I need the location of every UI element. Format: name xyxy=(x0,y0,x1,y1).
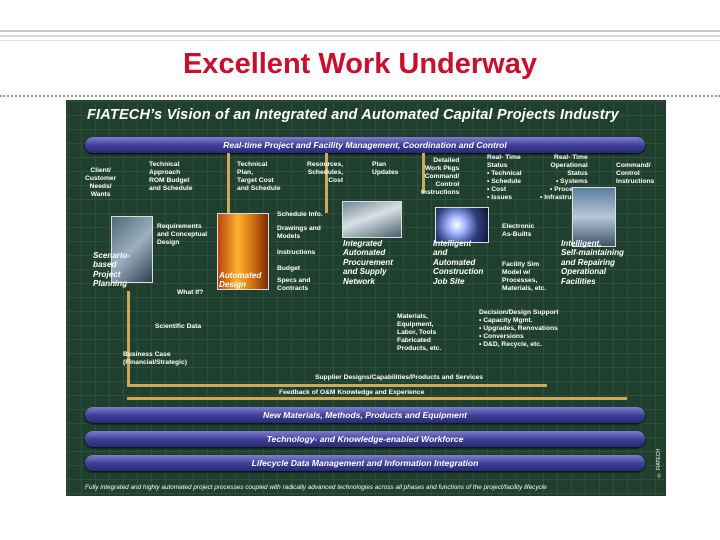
label-schedule-info: Schedule Info. xyxy=(277,211,323,218)
arrow-supplier-line xyxy=(127,384,547,387)
design-photo xyxy=(217,213,269,290)
header-rule-top-2 xyxy=(0,35,720,37)
header-rule-top xyxy=(0,30,720,32)
procurement-photo xyxy=(342,201,402,238)
label-business-case: Business Case(Financial/Strategic) xyxy=(123,351,187,366)
slide-title: Excellent Work Underway xyxy=(182,48,538,80)
footer-note: Fully integrated and highly automated pr… xyxy=(85,484,547,491)
label-resources: Resources,Schedules,Cost xyxy=(307,161,344,184)
circuit-background xyxy=(67,101,665,495)
header-rule-top-3 xyxy=(0,40,720,41)
header-rule-dotted xyxy=(0,95,720,97)
bar-lifecycle-data: Lifecycle Data Management and Informatio… xyxy=(85,455,645,471)
label-what-if: What If? xyxy=(177,289,204,296)
copyright-mark: © FIATECH xyxy=(656,448,662,477)
bar-workforce: Technology- and Knowledge-enabled Workfo… xyxy=(85,431,645,447)
vision-diagram: FIATECH’s Vision of an Integrated and Au… xyxy=(66,100,666,496)
arrow-vertical-3 xyxy=(422,153,425,193)
construction-photo xyxy=(435,207,489,243)
label-feedback: Feedback of O&M Knowledge and Experience xyxy=(279,389,425,396)
label-instructions: Instructions xyxy=(277,249,316,256)
diagram-title: FIATECH’s Vision of an Integrated and Au… xyxy=(87,107,619,123)
planning-photo xyxy=(111,216,153,283)
facility-photo xyxy=(572,187,616,247)
top-bar: Real-time Project and Facility Managemen… xyxy=(85,137,645,153)
arrow-vertical-1 xyxy=(227,153,230,213)
label-supplier: Supplier Designs/Capabilities/Products a… xyxy=(315,374,483,381)
arrow-left-loop xyxy=(127,291,130,386)
label-scientific-data: Scientific Data xyxy=(155,323,202,330)
label-decision-support: Decision/Design Support• Capacity Mgmt.•… xyxy=(479,309,559,348)
arrow-feedback-line xyxy=(127,397,627,400)
bar-new-materials: New Materials, Methods, Products and Equ… xyxy=(85,407,645,423)
label-budget: Budget xyxy=(277,265,301,272)
arrow-vertical-2 xyxy=(325,153,328,213)
